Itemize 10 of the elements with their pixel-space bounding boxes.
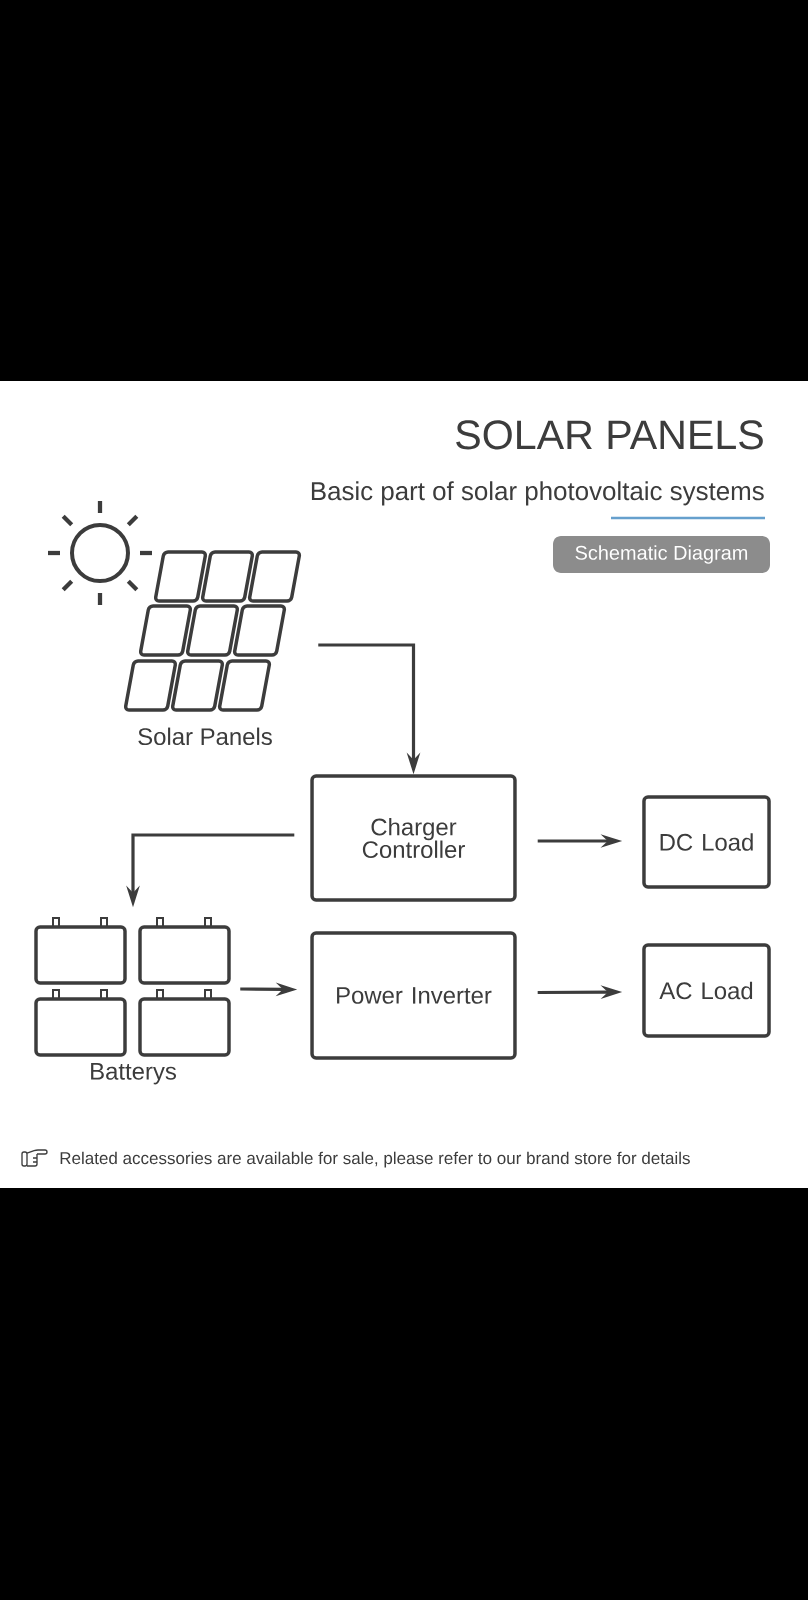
badge: Schematic Diagram: [553, 536, 770, 573]
process-box: Power Inverter: [310, 931, 517, 1060]
footnote: Related accessories are available for sale, please refer to our brand store for details: [60, 1151, 690, 1168]
batteries-label: Batterys: [91, 1063, 176, 1085]
solar-panels-label: Solar Panels: [138, 727, 272, 746]
title: SOLAR PANELS: [456, 420, 763, 450]
process-box: Charger Controller: [310, 774, 517, 902]
load-box: DC Load: [642, 795, 771, 889]
load-box: AC Load: [642, 943, 771, 1038]
subtitle: Basic part of solar photovoltaic systems: [311, 481, 764, 506]
